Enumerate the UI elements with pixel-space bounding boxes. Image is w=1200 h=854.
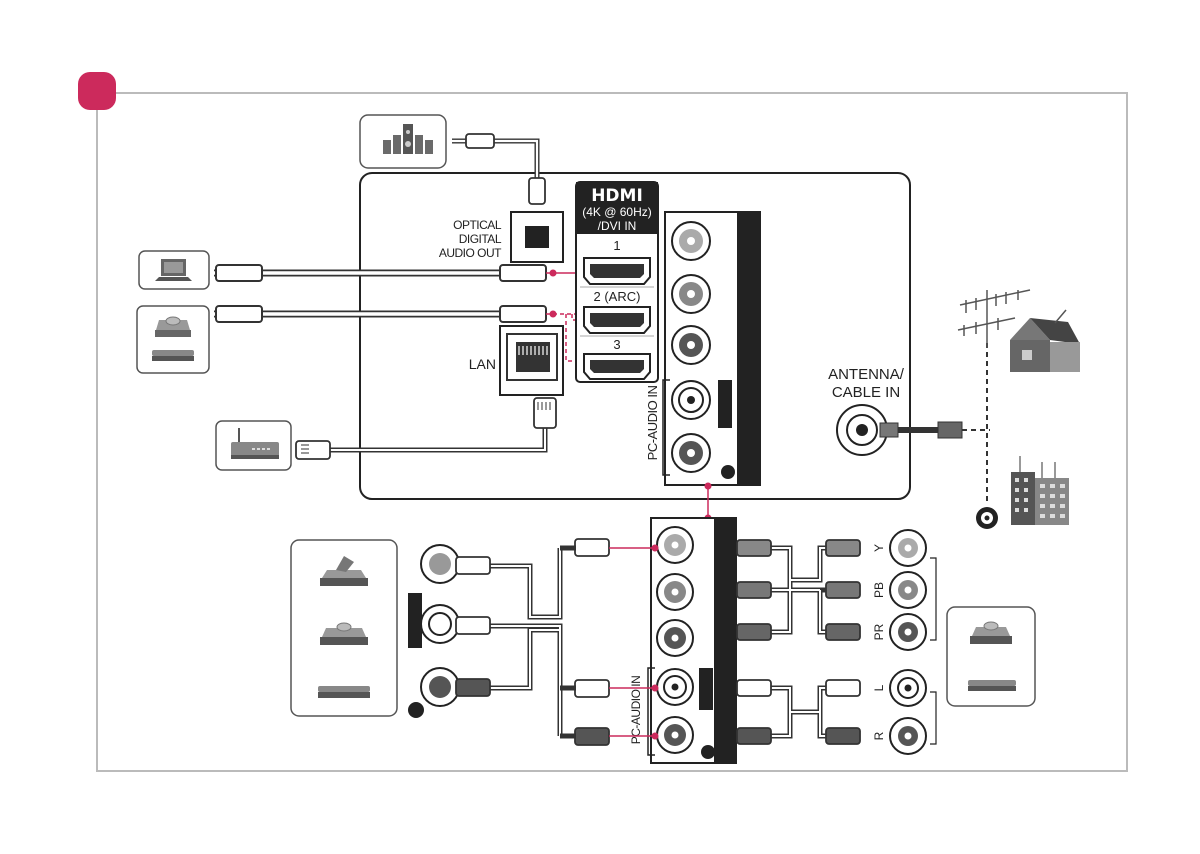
optical-port	[511, 212, 563, 262]
hdmi-port3-label: 3	[613, 337, 620, 352]
hdmi2-plug-tv	[500, 306, 546, 322]
media-player-device	[137, 306, 209, 373]
component-plugs-device	[826, 540, 860, 744]
component-label-pr: PR	[872, 623, 886, 640]
optical-label-line3: AUDIO OUT	[439, 246, 502, 260]
optical-plug-tv	[529, 178, 545, 204]
hdmi-logo: HDMI	[591, 186, 643, 206]
lan-port	[500, 326, 563, 395]
step-badge	[78, 72, 116, 110]
component-label-r: R	[872, 731, 886, 740]
optical-plug-speaker	[466, 134, 494, 148]
component-video-bracket	[930, 558, 936, 640]
hdmi-spec-line1: (4K @ 60Hz)	[582, 205, 652, 219]
component-plugs-adapter	[737, 540, 771, 744]
antenna-label-line1: ANTENNA/	[828, 366, 905, 383]
hdmi-port1-label: 1	[613, 238, 620, 253]
lan-plug-tv	[534, 398, 556, 428]
component-label-y: Y	[872, 544, 886, 552]
router-device	[216, 421, 291, 470]
component-jacks	[890, 530, 926, 754]
composite-source-group	[291, 540, 397, 716]
composite-cables	[486, 548, 560, 736]
lan-plug-router	[296, 441, 330, 459]
hdmi2-plug-device	[216, 306, 262, 322]
composite-jacks	[408, 545, 459, 718]
adapter-pc-audio-label: PC-AUDIO IN	[629, 676, 643, 745]
cable-connector-icon	[976, 507, 998, 529]
composite-plugs-left	[456, 557, 490, 696]
tv-pc-audio-label: PC-AUDIO IN	[645, 386, 660, 461]
hdmi-port-1	[584, 258, 650, 284]
hdmi-port2-label: 2 (ARC)	[594, 289, 641, 304]
house-icon	[1010, 310, 1080, 372]
composite-plugs-right	[575, 539, 609, 745]
hdmi1-plug-tv	[500, 265, 546, 281]
hdmi1-plug-device	[216, 265, 262, 281]
set-top-box-icon	[318, 686, 370, 698]
optical-label-line1: OPTICAL	[453, 218, 502, 232]
component-audio-bracket	[930, 692, 936, 744]
hdmi-port-block: HDMI (4K @ 60Hz) /DVI IN 1 2 (ARC) 3	[576, 182, 658, 382]
antenna-label-line2: CABLE IN	[832, 384, 900, 401]
component-cables	[770, 548, 826, 736]
speaker-system-device	[360, 115, 446, 168]
component-label-l: L	[872, 684, 886, 691]
hdmi-spec-line2: /DVI IN	[598, 219, 637, 233]
laptop-device	[139, 251, 209, 289]
optical-label-line2: DIGITAL	[459, 232, 502, 246]
component-label-pb: PB	[872, 582, 886, 598]
component-source-group	[947, 607, 1035, 706]
hdmi-port-3	[584, 354, 650, 379]
building-icon	[1011, 456, 1069, 525]
lan-label: LAN	[469, 356, 496, 372]
hdmi-port-2	[584, 307, 650, 333]
tv-rca-side-label	[718, 380, 732, 428]
